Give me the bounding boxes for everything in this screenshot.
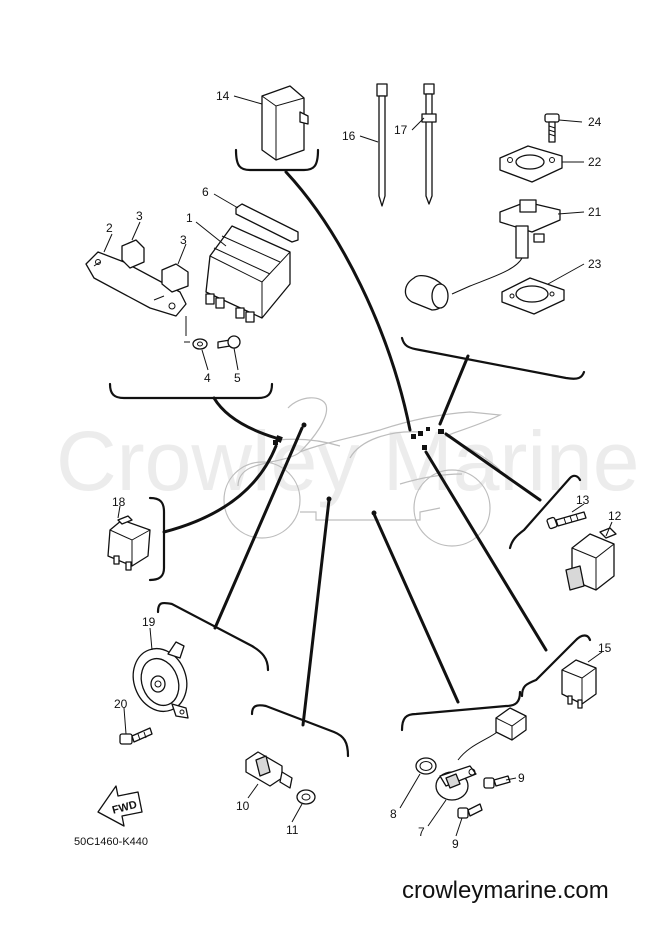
callout-2: 2 bbox=[106, 221, 113, 235]
callout-18: 18 bbox=[112, 495, 126, 509]
diagram-code: 50C1460-K440 bbox=[74, 836, 148, 848]
relay-part-14 bbox=[261, 85, 309, 161]
callout-11: 11 bbox=[286, 823, 299, 837]
sensor-part-7 bbox=[435, 707, 527, 801]
callout-21: 21 bbox=[588, 205, 602, 219]
callout-24: 24 bbox=[588, 115, 602, 129]
callout-14: 14 bbox=[216, 89, 230, 103]
callout-23: 23 bbox=[588, 257, 602, 271]
screw-part-9b bbox=[457, 803, 483, 819]
gasket-part-23 bbox=[501, 277, 565, 315]
flasher-relay-part-12 bbox=[565, 527, 617, 591]
callout-8: 8 bbox=[390, 807, 397, 821]
screw-part-5 bbox=[217, 335, 241, 349]
cable-tie-part-17 bbox=[421, 83, 437, 205]
callout-10: 10 bbox=[236, 799, 250, 813]
washer-part-11 bbox=[296, 789, 316, 805]
sensor-part-10 bbox=[245, 751, 293, 789]
fuel-sender-part-21 bbox=[404, 199, 561, 311]
bolt-part-20 bbox=[119, 727, 153, 745]
bolt-part-13 bbox=[546, 511, 587, 530]
callout-1: 1 bbox=[186, 211, 193, 225]
callout-7: 7 bbox=[418, 825, 425, 839]
callout-9a: 9 bbox=[518, 771, 525, 785]
callout-17: 17 bbox=[394, 123, 408, 137]
pad-part-6 bbox=[235, 203, 299, 243]
callout-22: 22 bbox=[588, 155, 602, 169]
watermark-text: Crowley Marine bbox=[56, 414, 640, 508]
callout-20: 20 bbox=[114, 697, 128, 711]
callout-12: 12 bbox=[608, 509, 622, 523]
callout-9b: 9 bbox=[452, 837, 459, 851]
screw-part-9a bbox=[483, 775, 511, 789]
connector-part-15 bbox=[561, 659, 597, 709]
o-ring-part-8 bbox=[415, 757, 437, 775]
bracket-part-2 bbox=[85, 251, 190, 343]
callout-3b: 3 bbox=[180, 233, 187, 247]
callout-19: 19 bbox=[142, 615, 156, 629]
forward-arrow-icon: FWD bbox=[97, 785, 143, 827]
relay-part-18 bbox=[107, 515, 151, 571]
callout-labels: 14 16 17 24 22 21 23 6 1 2 3 3 4 5 18 13… bbox=[106, 89, 622, 851]
bolt-part-24 bbox=[544, 113, 560, 143]
callout-3a: 3 bbox=[136, 209, 143, 223]
callout-leaders bbox=[103, 95, 613, 837]
washer-part-4 bbox=[192, 338, 208, 350]
gasket-part-22 bbox=[499, 145, 563, 183]
group-brackets bbox=[108, 148, 592, 758]
connector-lines bbox=[162, 170, 548, 727]
callout-5: 5 bbox=[234, 371, 241, 385]
callout-16: 16 bbox=[342, 129, 356, 143]
cable-tie-part-16 bbox=[376, 83, 388, 207]
damper-part-3a bbox=[121, 239, 145, 269]
ecu-unit-part-1 bbox=[205, 225, 291, 323]
callout-13: 13 bbox=[576, 493, 590, 507]
callout-6: 6 bbox=[202, 185, 209, 199]
horn-part-19 bbox=[132, 641, 189, 719]
damper-part-3b bbox=[161, 263, 189, 293]
callout-4: 4 bbox=[204, 371, 211, 385]
callout-15: 15 bbox=[598, 641, 612, 655]
website-text: crowleymarine.com bbox=[402, 877, 609, 904]
